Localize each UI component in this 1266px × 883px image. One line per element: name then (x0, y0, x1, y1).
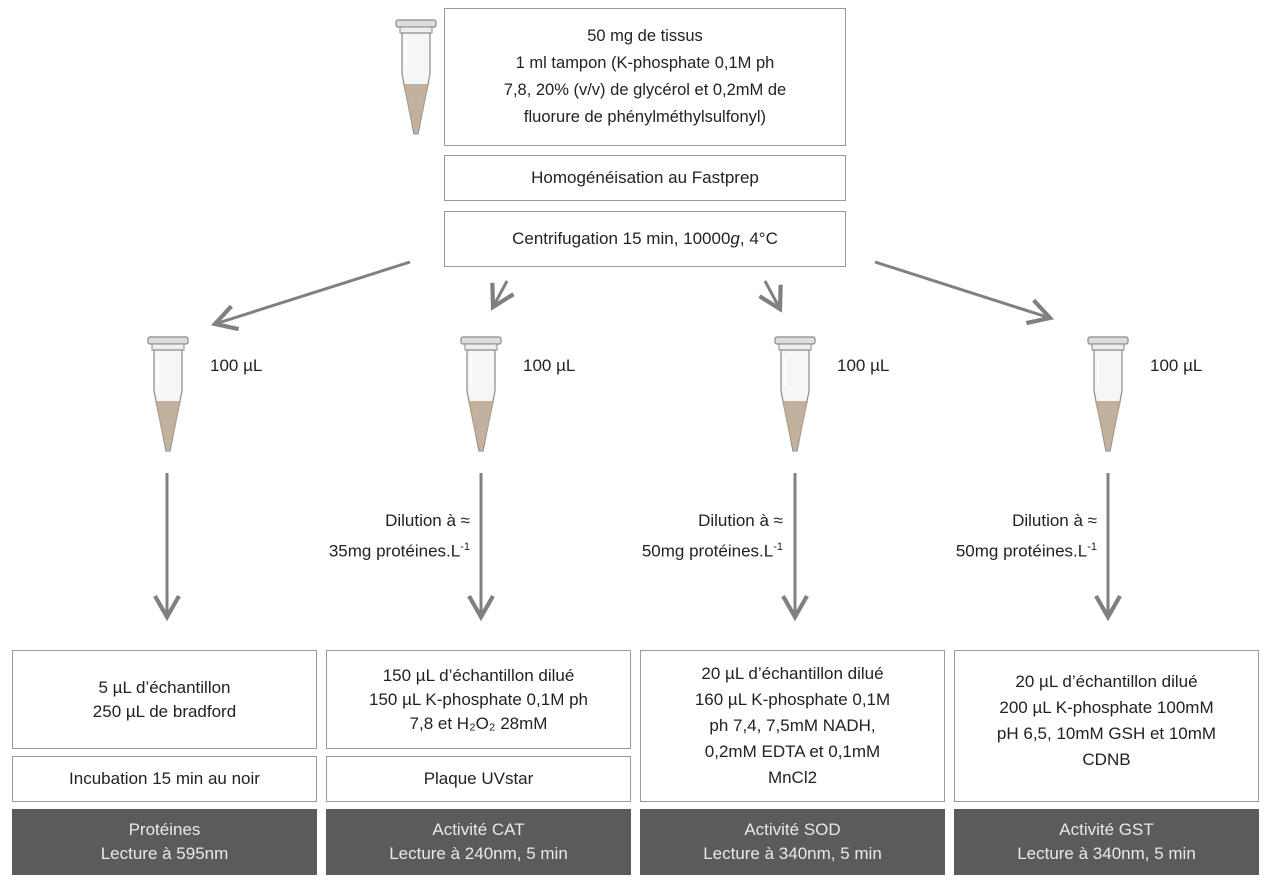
arrow-to-branch-4 (874, 260, 1055, 326)
centrifugation-label: Centrifugation 15 min, 10000g, 4°C (512, 229, 778, 248)
result-title: Activité SOD (744, 820, 841, 839)
assay-line: 0,2mM EDTA et 0,1mM (704, 742, 881, 761)
assay-line: 20 µL d’échantillon dilué (701, 664, 884, 683)
assay-line: 160 µL K-phosphate 0,1M (694, 690, 891, 709)
sample-line-4: fluorure de phénylméthylsulfonyl) (523, 108, 767, 126)
sample-line-3: 7,8, 20% (v/v) de glycérol et 0,2mM de (503, 81, 787, 99)
dilution-line-2: 35mg protéines.L-1 (328, 541, 470, 561)
result-reading: Lecture à 240nm, 5 min (389, 844, 568, 863)
homogenization-box: Homogénéisation au Fastprep (444, 155, 846, 201)
volume-label-branch-1: 100 µL (210, 356, 263, 375)
assay-box-branch-1: 5 µL d’échantillon 250 µL de bradford (12, 650, 317, 749)
result-reading: Lecture à 340nm, 5 min (1017, 844, 1196, 863)
assay-box-branch-4: 20 µL d’échantillon dilué 200 µL K-phosp… (954, 650, 1259, 802)
result-box-branch-3: Activité SOD Lecture à 340nm, 5 min (640, 809, 945, 875)
tube-icon-branch-2 (460, 336, 502, 452)
top-tube-icon (395, 19, 437, 135)
centrifugation-box: Centrifugation 15 min, 10000g, 4°C (444, 211, 846, 267)
assay-box-branch-2: 150 µL d’échantillon dilué 150 µL K-phos… (326, 650, 631, 749)
assay-line: ph 7,4, 7,5mM NADH, (709, 716, 876, 735)
dilution-line-1: Dilution à ≈ (1012, 511, 1097, 530)
dilution-label-branch-3: Dilution à ≈ 50mg protéines.L-1 (642, 507, 783, 565)
result-title: Activité CAT (432, 820, 525, 839)
dilution-label-branch-4: Dilution à ≈ 50mg protéines.L-1 (956, 507, 1097, 565)
result-box-branch-4: Activité GST Lecture à 340nm, 5 min (954, 809, 1259, 875)
dilution-line-1: Dilution à ≈ (698, 511, 783, 530)
step-box-branch-2: Plaque UVstar (326, 756, 631, 802)
assay-line: pH 6,5, 10mM GSH et 10mM (996, 724, 1217, 743)
tube-icon-branch-4 (1087, 336, 1129, 452)
assay-line: 7,8 et H₂O₂ 28mM (409, 713, 548, 733)
result-reading: Lecture à 340nm, 5 min (703, 844, 882, 863)
dilution-line-1: Dilution à ≈ (385, 511, 470, 530)
volume-label-branch-4: 100 µL (1150, 356, 1203, 375)
assay-line: 20 µL d’échantillon dilué (1015, 672, 1198, 691)
step-box-branch-1: Incubation 15 min au noir (12, 756, 317, 802)
sample-preparation-box: 50 mg de tissus 1 ml tampon (K-phosphate… (444, 8, 846, 146)
assay-line: 150 µL d’échantillon dilué (382, 665, 575, 685)
result-box-branch-1: Protéines Lecture à 595nm (12, 809, 317, 875)
sample-line-2: 1 ml tampon (K-phosphate 0,1M ph (515, 54, 775, 72)
result-title: Activité GST (1059, 820, 1154, 839)
dilution-label-branch-2: Dilution à ≈ 35mg protéines.L-1 (329, 507, 470, 565)
volume-label-branch-2: 100 µL (523, 356, 576, 375)
step-label: Incubation 15 min au noir (69, 769, 260, 788)
step-label: Plaque UVstar (423, 769, 534, 788)
homogenization-label: Homogénéisation au Fastprep (531, 168, 759, 187)
arrow-to-branch-2 (490, 280, 515, 311)
tube-icon-branch-3 (774, 336, 816, 452)
dilution-line-2: 50mg protéines.L-1 (955, 541, 1097, 561)
assay-line: 200 µL K-phosphate 100mM (999, 698, 1214, 717)
volume-label-branch-3: 100 µL (837, 356, 890, 375)
assay-line: 5 µL d’échantillon (98, 677, 231, 697)
sample-line-1: 50 mg de tissus (587, 27, 703, 45)
assay-line: 250 µL de bradford (92, 701, 237, 721)
assay-line: MnCl2 (767, 768, 818, 787)
assay-line: CDNB (1082, 750, 1131, 769)
arrow-to-branch-3 (758, 280, 783, 313)
result-box-branch-2: Activité CAT Lecture à 240nm, 5 min (326, 809, 631, 875)
dilution-line-2: 50mg protéines.L-1 (641, 541, 783, 561)
assay-box-branch-3: 20 µL d’échantillon dilué 160 µL K-phosp… (640, 650, 945, 802)
arrow-to-branch-1 (210, 260, 411, 332)
result-reading: Lecture à 595nm (100, 844, 229, 863)
assay-line: 150 µL K-phosphate 0,1M ph (369, 689, 588, 709)
tube-icon-branch-1 (147, 336, 189, 452)
result-title: Protéines (128, 820, 201, 839)
